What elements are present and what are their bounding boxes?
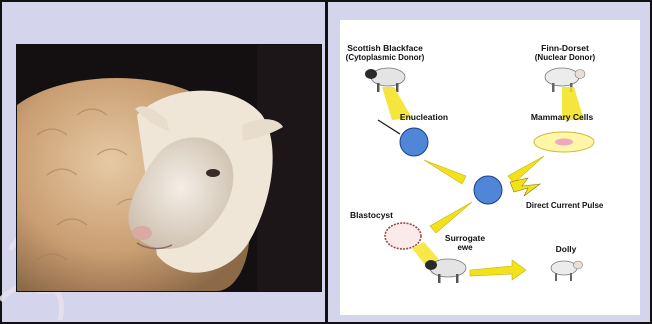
blastocyst-icon [385, 223, 421, 249]
sheep-photo-illustration [17, 45, 321, 291]
cloning-process-diagram: Scottish Blackface (Cytoplasmic Donor) F… [340, 20, 640, 315]
label-scottish-blackface: Scottish Blackface [347, 43, 423, 53]
label-dolly: Dolly [556, 244, 577, 254]
dolly-sheep-photo [16, 44, 322, 292]
arrow-to-blastocyst [430, 202, 472, 233]
lightning-bolt-icon [510, 178, 540, 196]
label-cytoplasmic-donor: (Cytoplasmic Donor) [346, 53, 425, 62]
label-surrogate: Surrogate [445, 233, 485, 243]
dolly-lamb-icon [551, 261, 583, 281]
label-nuclear-donor: (Nuclear Donor) [535, 53, 596, 62]
micropipette-icon [378, 120, 400, 134]
panel-divider [325, 0, 328, 324]
surrogate-ewe-icon [425, 259, 466, 283]
label-enucleation: Enucleation [400, 112, 448, 122]
label-direct-current-pulse: Direct Current Pulse [526, 201, 604, 210]
arrow-to-dolly [470, 260, 526, 280]
label-finn-dorset: Finn-Dorset [541, 43, 589, 53]
label-blastocyst: Blastocyst [350, 210, 393, 220]
label-ewe: ewe [457, 243, 473, 252]
arrow-egg-to-fusion [424, 160, 466, 184]
label-mammary-cells: Mammary Cells [531, 112, 594, 122]
petri-dish-icon [534, 132, 594, 152]
enucleated-egg-icon [400, 128, 428, 156]
fused-egg-icon [474, 176, 502, 204]
